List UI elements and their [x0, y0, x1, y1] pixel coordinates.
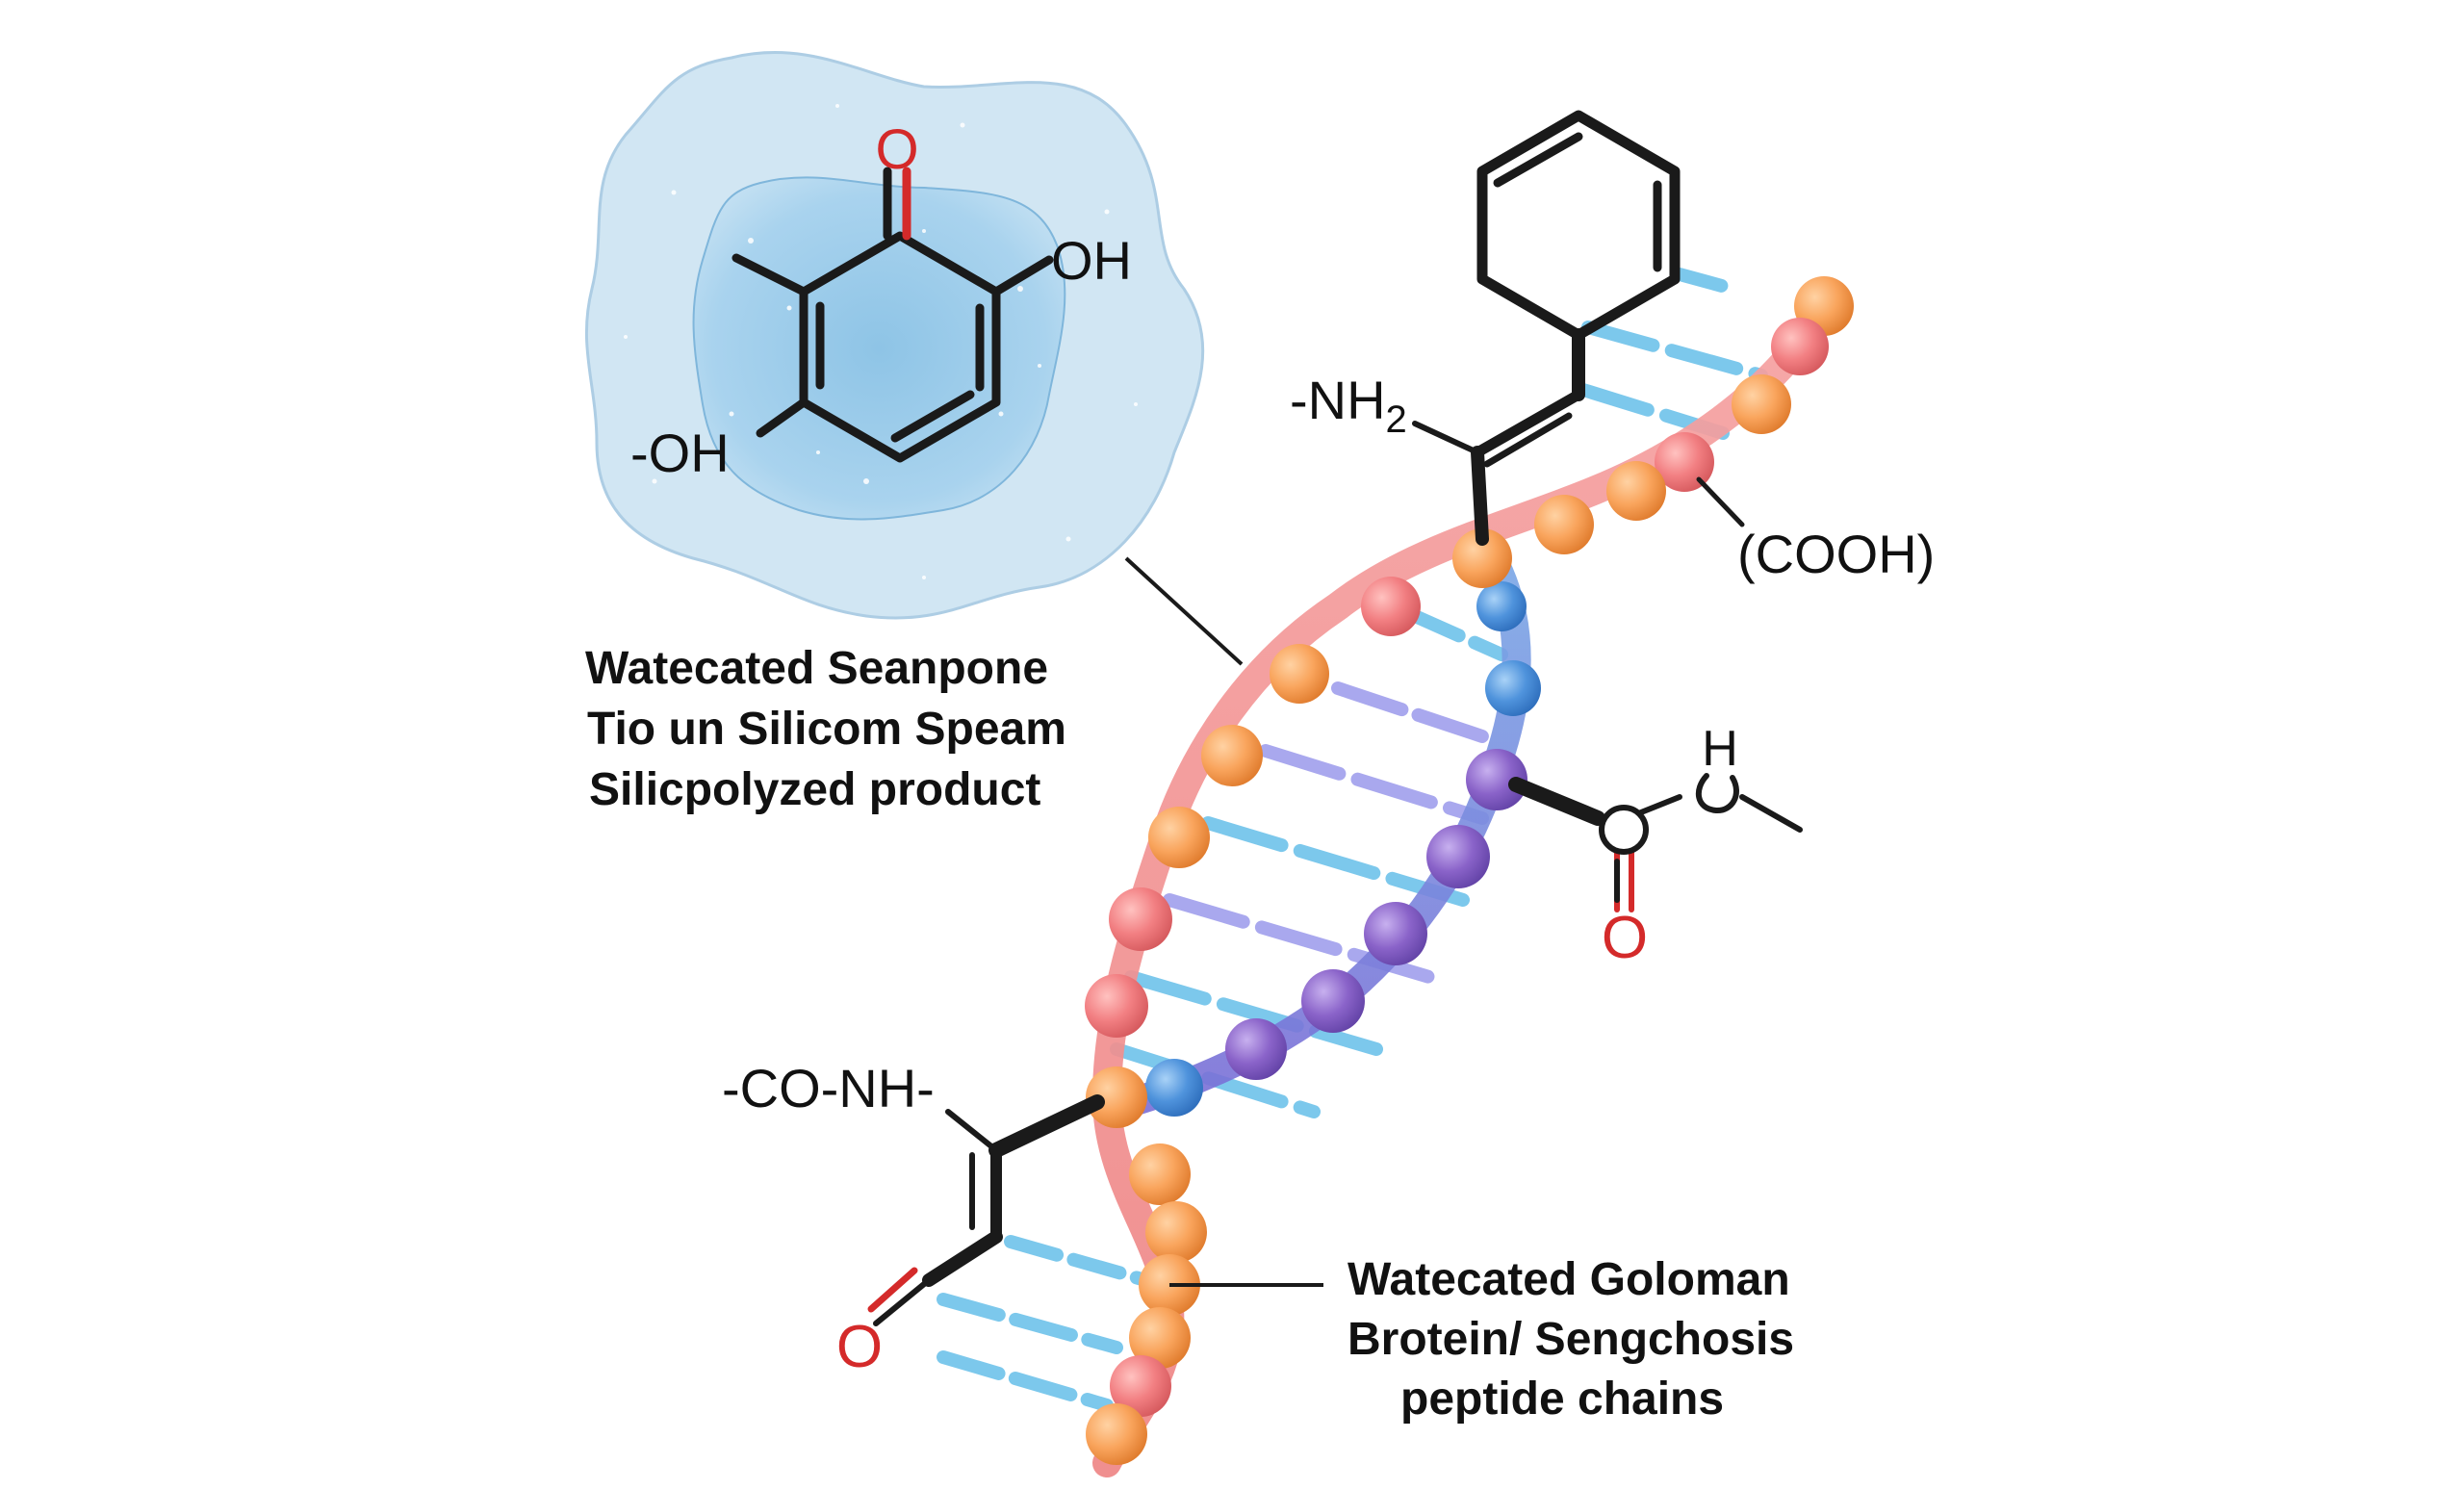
amide-group	[873, 1094, 1105, 1326]
benzene-ring-group	[1412, 110, 1745, 546]
helix-beads-front	[1085, 276, 1854, 1465]
amine-group-text: -NH	[1290, 370, 1386, 430]
hydroxyl-right-label: OH	[1051, 230, 1132, 291]
ester-oxygen-red-label: O	[1602, 905, 1648, 971]
carboxyl-group-label: (COOH)	[1737, 524, 1935, 584]
ester-group	[1508, 773, 1803, 912]
bottom-label-line2: Brotein/ Sengchosis	[1348, 1314, 1794, 1365]
amine-subscript: 2	[1386, 398, 1407, 441]
top-label-line2: Tio un Silicom Speam	[587, 704, 1066, 755]
top-label-line1: Watecated Seanpone	[585, 643, 1048, 694]
amide-carbonyl-red	[867, 1267, 918, 1313]
bottom-label-line1: Watecated Goloman	[1348, 1254, 1790, 1305]
water-cloud	[584, 50, 1205, 620]
top-label-line3: Silicpolyzed product	[589, 764, 1040, 815]
helix-strand-back	[1102, 534, 1531, 1121]
leader-line-top	[1124, 556, 1244, 666]
top-label-block: Watecated Seanpone Tio un Silicom Speam …	[585, 643, 1066, 815]
amine-group-label: -NH2	[1290, 370, 1407, 441]
hydroxyl-left-label: -OH	[630, 423, 730, 483]
oxygen-top-label: O	[875, 118, 918, 181]
ester-hydrogen-label: H	[1702, 721, 1738, 777]
bottom-label-block: Watecated Goloman Brotein/ Sengchosis pe…	[1348, 1254, 1794, 1425]
bottom-label-line3: peptide chains	[1400, 1374, 1724, 1425]
amide-oxygen-label: O	[836, 1314, 883, 1380]
quinone-molecule	[732, 231, 1054, 463]
carbonyl-bond	[883, 167, 911, 241]
amide-group-label: -CO-NH-	[722, 1058, 935, 1118]
helix-beads-back	[1145, 581, 1541, 1117]
ester-oxygen-ring	[1599, 805, 1649, 855]
